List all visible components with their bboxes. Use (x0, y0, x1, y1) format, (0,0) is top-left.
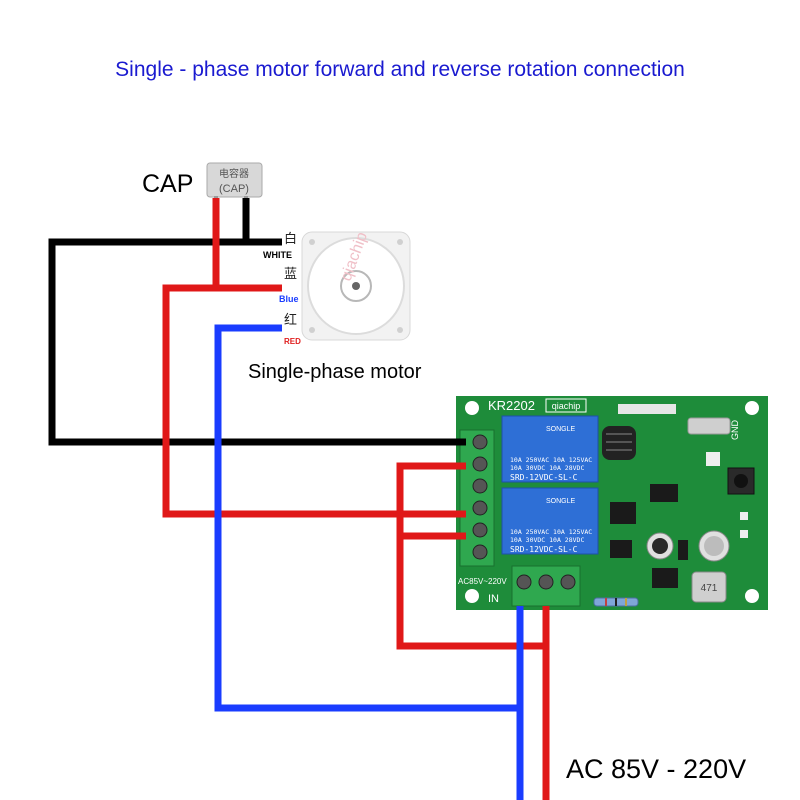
mount-hole (745, 401, 759, 415)
ic-chip (650, 484, 678, 502)
smd-part (740, 512, 748, 520)
pin-blue-label: Blue (279, 294, 299, 304)
relay-spec: 10A 30VDC 10A 28VDC (510, 536, 584, 544)
inductor-label: 471 (701, 583, 718, 594)
relay-spec: 10A 250VAC 10A 125VAC (510, 528, 592, 536)
terminal-screw (472, 456, 488, 472)
relay-brand: SONGLE (546, 498, 576, 505)
single-phase-motor: qiachip (301, 230, 411, 341)
board-brand: qiachip (552, 401, 581, 411)
pin-white-glyph: 白 (284, 231, 297, 246)
terminal-screw (472, 544, 488, 560)
relay-spec: 10A 30VDC 10A 28VDC (510, 464, 584, 472)
board-gnd: GND (730, 420, 740, 441)
capacitor-chip-en: (CAP) (219, 183, 249, 195)
motor-screw (309, 239, 315, 245)
mount-hole (745, 589, 759, 603)
board-model: KR2202 (488, 398, 535, 413)
wire-blue (214, 324, 524, 800)
output-terminal-block (459, 429, 495, 567)
ic-chip (610, 502, 636, 524)
relay-part: SRD-12VDC-SL-C (510, 545, 578, 554)
board-input-label: AC85V~220V (458, 577, 507, 586)
wire-segment (214, 324, 520, 712)
relay-2: SONGLE 10A 250VAC 10A 125VAC 10A 30VDC 1… (501, 487, 599, 555)
wire-black (48, 198, 466, 446)
mount-hole (465, 589, 479, 603)
relay-spec: 10A 250VAC 10A 125VAC (510, 456, 592, 464)
motor-pins: 白 WHITE 蓝 Blue 红 RED (263, 231, 301, 346)
ic-chip (610, 540, 632, 558)
inductor (691, 571, 727, 603)
capacitor: 电容器 (CAP) (206, 162, 263, 206)
capacitor-body (206, 162, 263, 198)
terminal-screw (472, 434, 488, 450)
motor-shaft (352, 282, 360, 290)
wire-red (162, 198, 550, 800)
diagram-title: Single - phase motor forward and reverse… (115, 58, 685, 81)
terminal-screw (472, 478, 488, 494)
ic-chip (652, 568, 678, 588)
terminal-screw (472, 500, 488, 516)
mount-hole (465, 401, 479, 415)
motor-screw (397, 327, 403, 333)
relay-board: KR2202 qiachip GND SONGLE 10A 250VAC 10A… (456, 396, 768, 610)
wire-segment (48, 238, 466, 446)
capacitor-chip-cn: 电容器 (219, 167, 249, 180)
relay-brand: SONGLE (546, 426, 576, 433)
capacitor-label: CAP (142, 170, 193, 198)
capacitor-top (704, 536, 724, 556)
terminal-screw (560, 574, 576, 590)
wire-segment (162, 284, 466, 518)
board-brand-box (545, 398, 587, 413)
diode (678, 540, 688, 560)
relay-1: SONGLE 10A 250VAC 10A 125VAC 10A 30VDC 1… (501, 415, 599, 483)
relay-part: SRD-12VDC-SL-C (510, 473, 578, 482)
pin-red-label: RED (284, 337, 301, 346)
board-in-label: IN (488, 593, 499, 605)
antenna-coil (602, 426, 636, 460)
header-pins (618, 404, 676, 414)
pin-white-label: WHITE (263, 250, 292, 260)
motor-screw (397, 239, 403, 245)
push-button-cap (734, 474, 748, 488)
terminal-screw (516, 574, 532, 590)
input-terminal-block (511, 565, 581, 607)
pin-red-glyph: 红 (284, 312, 297, 327)
capacitor-top (652, 538, 668, 554)
smd-part (706, 452, 720, 466)
motor-screw (309, 327, 315, 333)
wire-segment (242, 198, 282, 246)
wire-segment (396, 462, 546, 650)
supply-label: AC 85V - 220V (566, 754, 746, 784)
terminal-screw (472, 522, 488, 538)
smd-part (740, 530, 748, 538)
motor-label: Single-phase motor (248, 361, 422, 383)
pin-blue-glyph: 蓝 (284, 266, 297, 281)
crystal (687, 417, 731, 435)
terminal-screw (538, 574, 554, 590)
